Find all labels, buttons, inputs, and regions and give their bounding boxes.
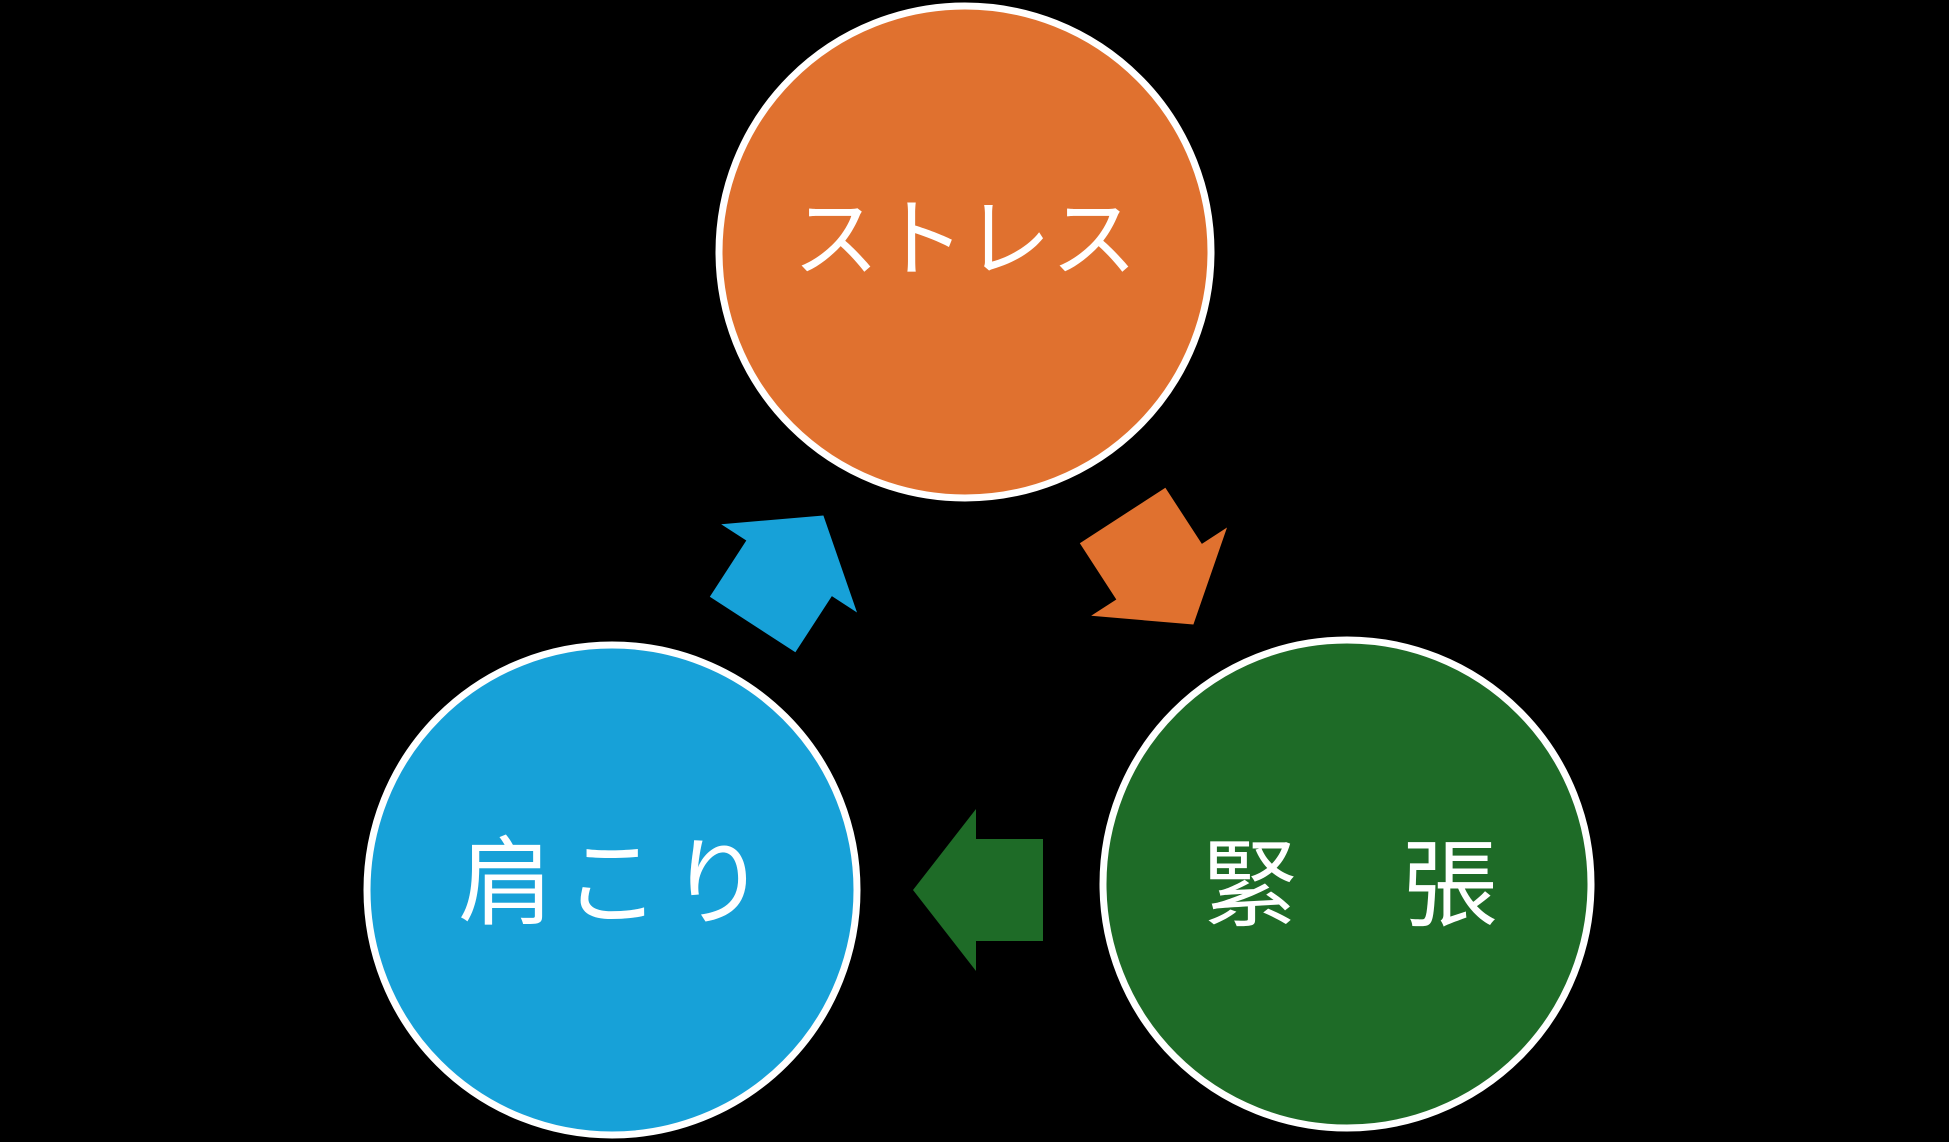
node-label-stress: ストレス bbox=[793, 192, 1137, 288]
node-circle-katakori bbox=[363, 641, 861, 1139]
arrow-katakori-to-stress-icon bbox=[709, 515, 858, 653]
node-circle-stress bbox=[715, 2, 1215, 502]
node-circle-tension bbox=[1099, 636, 1595, 1132]
node-label-tension: 緊 張 bbox=[1202, 833, 1502, 940]
arrow-tension-to-katakori-icon bbox=[913, 809, 1043, 971]
arrow-stress-to-tension-icon bbox=[1079, 487, 1228, 625]
node-label-katakori: 肩こり bbox=[458, 831, 776, 938]
